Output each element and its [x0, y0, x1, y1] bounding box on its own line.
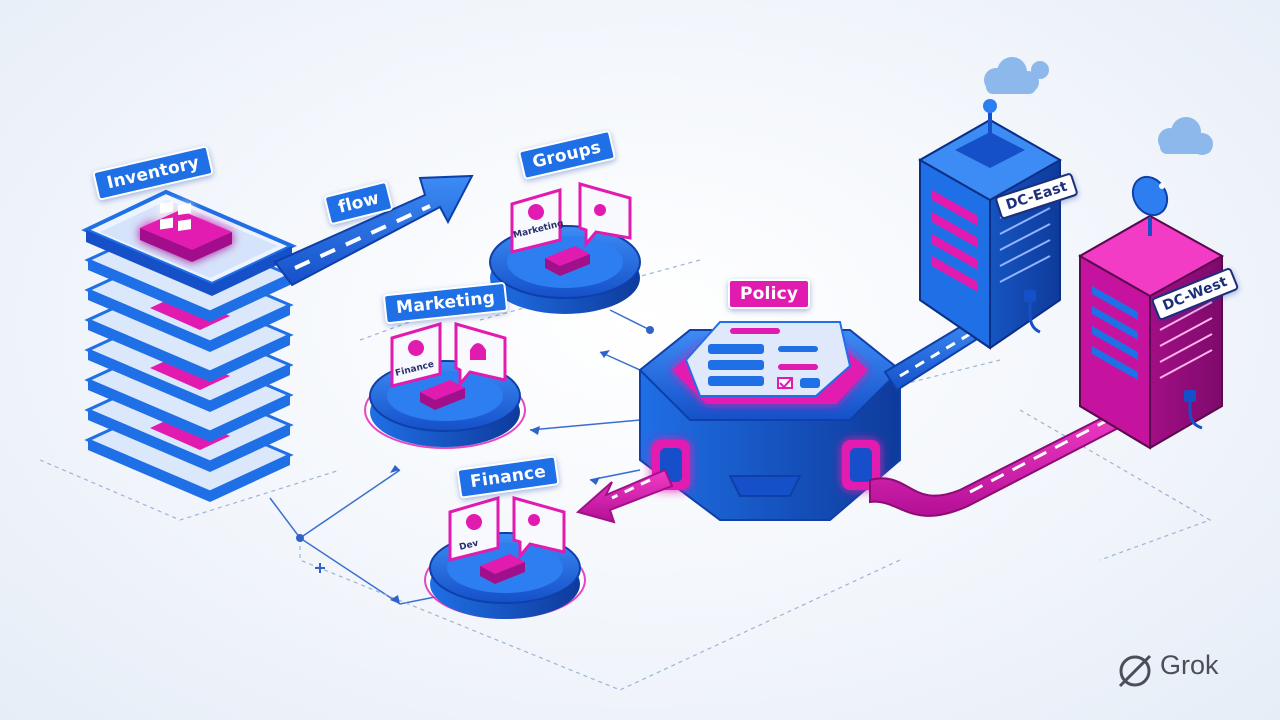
- dc-west-left-slots: [1092, 286, 1138, 380]
- pink-out-arrow: [575, 468, 674, 524]
- groups-device-icon: [545, 246, 590, 276]
- watermark-text: Grok: [1160, 650, 1219, 680]
- dc-east-left-slots: [932, 190, 978, 292]
- pipe-to-dc-west: [869, 408, 1128, 517]
- connector-groups-to-policy: [609, 309, 651, 331]
- inventory-app-icon: [140, 201, 232, 262]
- policy-right-port: [842, 440, 880, 490]
- cloud-icon: [1158, 117, 1213, 155]
- arrowheads: [296, 326, 654, 604]
- marketing-device-icon: [420, 380, 465, 410]
- policy-front-slot: [728, 475, 802, 497]
- connector-policy-to-marketing: [529, 419, 641, 431]
- cloud-icon: [984, 57, 1049, 94]
- marketing-platform: Finance: [364, 322, 526, 449]
- dc-west-right-panel: [1159, 301, 1213, 379]
- connector-inventory-to-finance: [269, 497, 441, 605]
- groups-user-card: Marketing: [510, 188, 565, 254]
- groups-platform: Marketing: [489, 182, 641, 314]
- finance-card-text: Dev: [458, 538, 479, 552]
- marketing-user-card: Finance: [390, 322, 442, 388]
- finance-lock-card: [512, 496, 566, 561]
- satellite-dish-icon: [1131, 175, 1169, 236]
- dc-east-antenna: [983, 99, 997, 140]
- finance-platform: Dev: [424, 496, 586, 619]
- finance-user-card: Dev: [448, 496, 500, 562]
- dc-west-server: [1077, 175, 1225, 450]
- policy-hub: [638, 321, 902, 521]
- dc-west-power-plug: [1184, 390, 1203, 430]
- groups-chat-card: [578, 182, 632, 249]
- connector-junction-to-marketing: [299, 469, 401, 539]
- policy-control-panel: [684, 321, 852, 397]
- connector-policy-to-groups: [599, 351, 641, 371]
- flow-arrow: [273, 174, 474, 287]
- finance-device-icon: [480, 554, 525, 584]
- watermark: Grok: [1116, 650, 1219, 681]
- connector-lines: [269, 309, 651, 605]
- marketing-lock-card: [454, 322, 507, 389]
- inventory-stack: [81, 189, 297, 502]
- dc-east-server: [917, 99, 1063, 350]
- policy-label: Policy: [728, 279, 811, 309]
- dc-east-power-plug: [1024, 290, 1041, 334]
- grok-logo-icon: [1118, 654, 1152, 688]
